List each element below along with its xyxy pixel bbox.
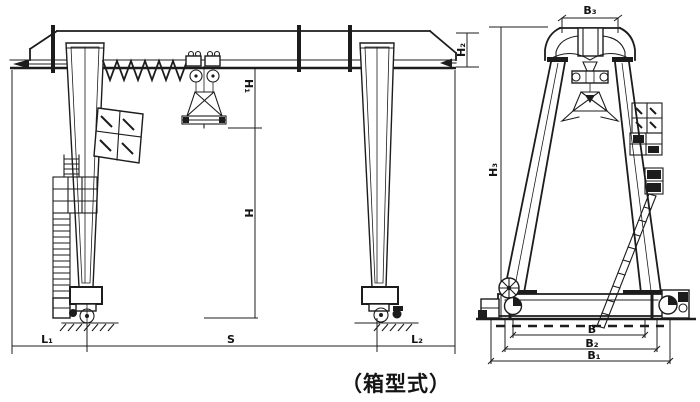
side-electrical-cabinets <box>629 102 664 195</box>
dim-label-h2: H₂ <box>455 43 468 57</box>
a-frame-legs <box>500 60 664 295</box>
overall-height-dimension: H₃ <box>487 26 548 318</box>
side-hoist <box>571 61 609 92</box>
right-wheel <box>373 307 389 323</box>
rail-end-arrow-right <box>440 58 452 68</box>
dim-label-l1: L₁ <box>41 333 53 346</box>
front-view: L₁ S L₂ H₁ H H₂ <box>9 25 479 354</box>
left-bogie <box>69 286 103 350</box>
caption-box-type: （箱型式） <box>341 372 451 396</box>
dim-label-h3: H₃ <box>487 163 500 177</box>
side-view: H₃ B₃ <box>476 4 696 365</box>
height-dimension: H₁ H <box>204 68 262 319</box>
festoon-cable <box>101 58 189 83</box>
right-leg <box>359 42 395 288</box>
left-leg <box>65 42 105 288</box>
width-dimensions: B B₂ B₁ <box>487 318 674 365</box>
side-right-wheel-block <box>658 289 690 319</box>
ground-hatch-left <box>59 322 119 332</box>
side-grab-bucket <box>560 91 620 123</box>
dim-label-b1: B₁ <box>587 349 600 362</box>
dim-label-b: B <box>588 323 596 336</box>
hoist-trolley <box>185 50 221 92</box>
rail-end-arrow-left <box>13 59 29 69</box>
top-width-dimension: B₃ <box>557 4 623 33</box>
electrical-cabinet <box>93 107 144 164</box>
dim-label-h: H <box>242 208 255 217</box>
girder-splice-joints <box>51 25 352 73</box>
dim-label-l2: L₂ <box>411 333 423 346</box>
ground-hatch-right <box>354 322 419 332</box>
girder-cross-section <box>544 26 636 62</box>
side-left-drive <box>478 277 523 319</box>
grab-bucket <box>181 91 227 129</box>
dim-label-b2: B₂ <box>585 337 598 350</box>
right-bogie <box>361 286 403 323</box>
platform-grid <box>52 176 98 214</box>
girder-end-dimension: H₂ <box>455 32 479 68</box>
dim-label-b3: B₃ <box>583 4 596 17</box>
leg-ladder <box>52 154 80 319</box>
dim-label-h1: H₁ <box>242 79 255 93</box>
dim-label-span: S <box>227 333 235 346</box>
span-dimension: L₁ S L₂ <box>11 70 456 354</box>
inclined-ladder <box>596 193 657 329</box>
